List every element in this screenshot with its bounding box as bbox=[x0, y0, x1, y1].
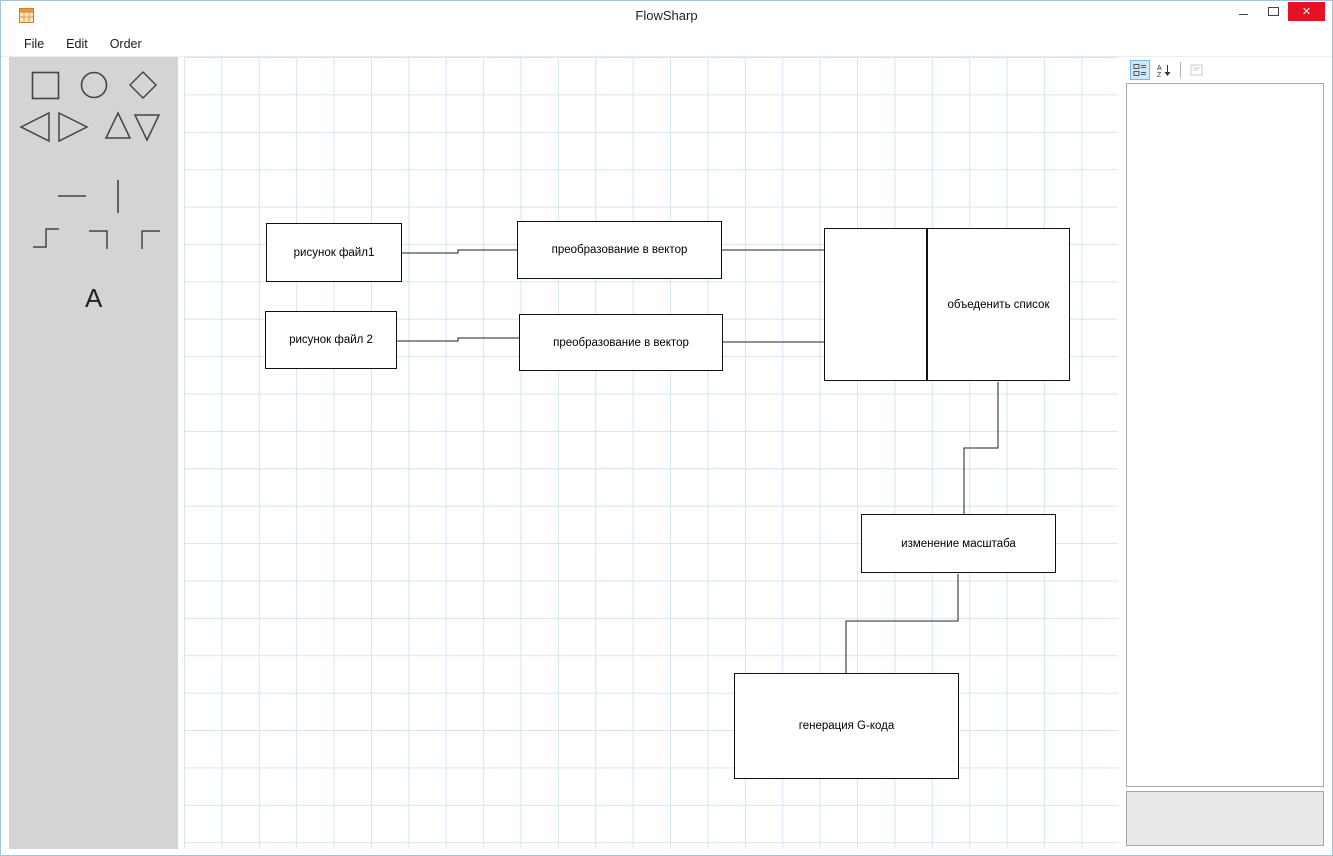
node-label: преобразование в вектор bbox=[553, 336, 689, 349]
connector-n1-n3[interactable] bbox=[402, 249, 517, 254]
svg-text:A: A bbox=[1157, 65, 1162, 72]
diamond-tool-icon[interactable] bbox=[128, 70, 158, 100]
diagram-node[interactable]: рисунок файл1 bbox=[266, 223, 402, 282]
toolbar-separator bbox=[1180, 62, 1181, 78]
property-grid-panel: A Z bbox=[1126, 57, 1326, 849]
menu-item-file[interactable]: File bbox=[24, 36, 45, 51]
vertical-line-tool-icon[interactable] bbox=[111, 178, 125, 216]
menu-bar: File Edit Order bbox=[1, 31, 1332, 57]
menu-item-edit[interactable]: Edit bbox=[66, 36, 88, 51]
menu-item-order[interactable]: Order bbox=[109, 36, 142, 51]
minimize-button[interactable] bbox=[1228, 2, 1258, 21]
z-step-connector-tool-icon[interactable] bbox=[32, 226, 60, 250]
node-label: преобразование в вектор bbox=[551, 244, 688, 256]
property-grid-list bbox=[1126, 83, 1324, 787]
diagram-node[interactable]: объеденить список bbox=[927, 228, 1070, 381]
diagram-node[interactable]: рисунок файл 2 bbox=[265, 311, 397, 369]
horizontal-line-tool-icon[interactable] bbox=[54, 189, 90, 203]
property-pages-button bbox=[1187, 60, 1207, 80]
close-button[interactable]: ✕ bbox=[1288, 2, 1325, 21]
app-icon bbox=[19, 8, 34, 23]
property-description-box bbox=[1126, 791, 1324, 846]
diagram-node[interactable]: преобразование в вектор bbox=[517, 221, 722, 279]
maximize-button[interactable] bbox=[1258, 2, 1288, 21]
title-bar: FlowSharp ✕ bbox=[1, 1, 1332, 31]
node-label: рисунок файл1 bbox=[293, 246, 375, 259]
corner-connector-right-down-tool-icon[interactable] bbox=[87, 228, 109, 252]
window-controls: ✕ bbox=[1228, 2, 1325, 21]
connector-n2-n4[interactable] bbox=[397, 337, 519, 342]
minimize-icon bbox=[1238, 14, 1248, 15]
diagram-node[interactable]: изменение масштаба bbox=[861, 514, 1056, 573]
node-label: объеденить список bbox=[947, 298, 1050, 311]
right-triangle-tool-icon[interactable] bbox=[57, 111, 89, 143]
text-tool-icon[interactable]: A bbox=[85, 283, 103, 313]
node-label: рисунок файл 2 bbox=[289, 334, 373, 346]
connector-layer bbox=[397, 249, 999, 673]
node-label: изменение масштаба bbox=[901, 537, 1016, 550]
left-triangle-tool-icon[interactable] bbox=[19, 111, 51, 143]
window-title: FlowSharp bbox=[635, 8, 698, 23]
maximize-icon bbox=[1267, 7, 1279, 16]
node-label: генерация G-кода bbox=[798, 720, 895, 732]
down-triangle-tool-icon[interactable] bbox=[133, 113, 161, 143]
connector-n6-n7[interactable] bbox=[963, 382, 999, 514]
toolbox-panel: A bbox=[9, 57, 178, 849]
diagram-node[interactable]: преобразование в вектор bbox=[519, 314, 723, 371]
svg-text:Z: Z bbox=[1157, 72, 1162, 78]
corner-connector-left-down-tool-icon[interactable] bbox=[140, 228, 162, 252]
property-grid-toolbar: A Z bbox=[1126, 57, 1326, 83]
diagram-node[interactable] bbox=[824, 228, 927, 381]
connector-n7-n8[interactable] bbox=[845, 574, 959, 673]
ellipse-tool-icon[interactable] bbox=[80, 71, 108, 99]
up-triangle-tool-icon[interactable] bbox=[104, 111, 132, 141]
diagram-node[interactable]: генерация G-кода bbox=[734, 673, 959, 779]
categorized-icon bbox=[1133, 64, 1146, 76]
rectangle-tool-icon[interactable] bbox=[31, 71, 61, 101]
diagram-canvas[interactable]: рисунок файл1 рисунок файл 2 преобразова… bbox=[184, 57, 1118, 849]
property-pages-icon bbox=[1190, 64, 1203, 76]
alphabetical-sort-button[interactable]: A Z bbox=[1154, 60, 1174, 80]
az-sort-icon: A Z bbox=[1157, 64, 1171, 78]
categorized-view-button[interactable] bbox=[1130, 60, 1150, 80]
